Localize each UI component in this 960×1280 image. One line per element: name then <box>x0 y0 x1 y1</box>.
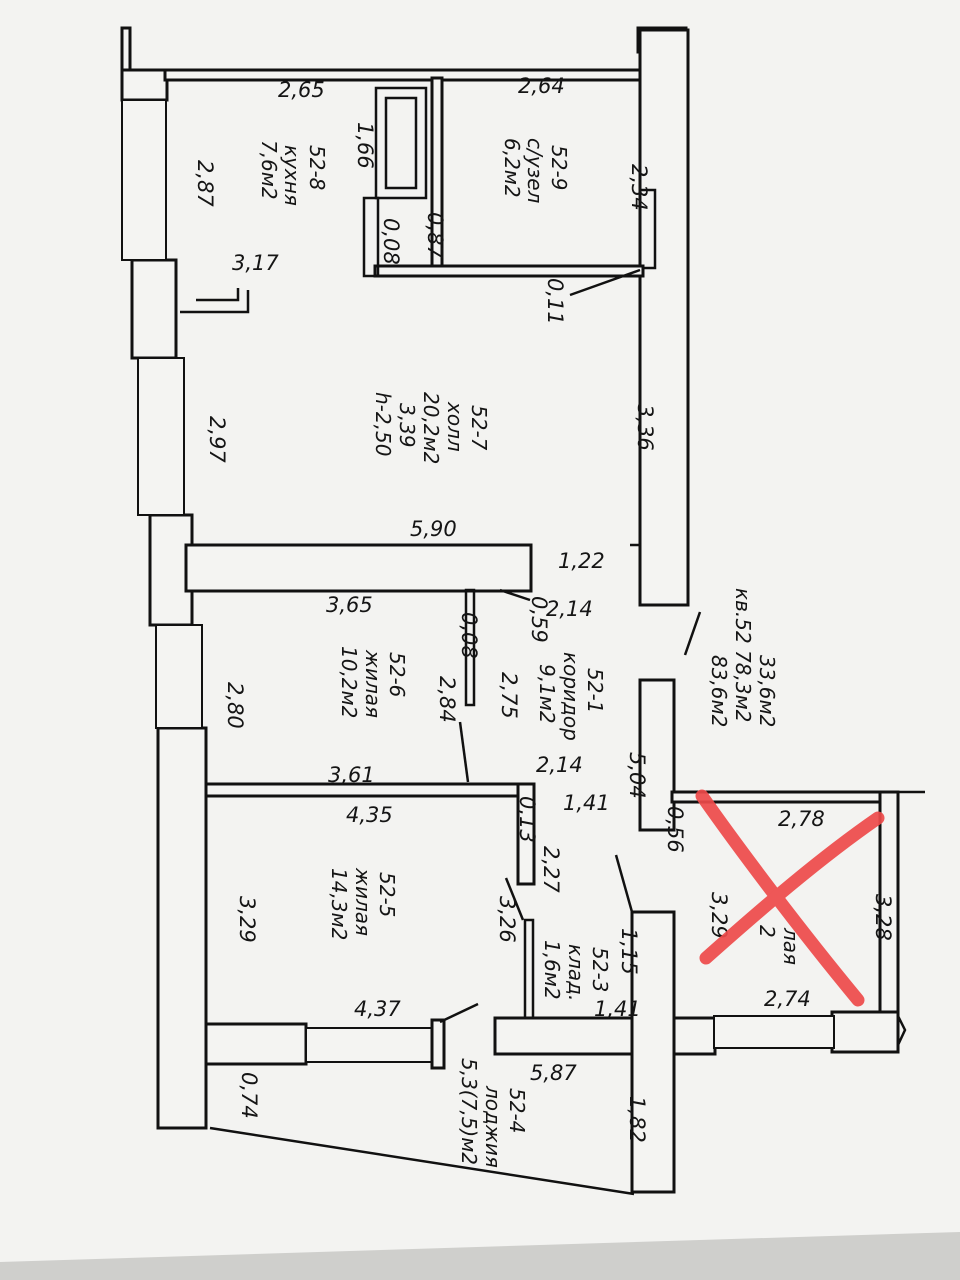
dim-label: 3,61 <box>328 763 375 787</box>
dim-label: 4,35 <box>346 803 393 827</box>
storage-name: клад. <box>564 944 588 1001</box>
dim-label: 3,28 <box>871 894 895 941</box>
dim-label: 2,84 <box>435 676 459 723</box>
room5-area: 14,3м2 <box>327 868 351 940</box>
dim-label: 2,87 <box>193 160 217 207</box>
dim-label: 1,22 <box>558 549 605 573</box>
apartment-line1: 33,6м2 <box>755 655 779 727</box>
walls <box>120 26 925 1196</box>
room5-name: жилая <box>351 867 375 936</box>
paper-shadow <box>0 1232 960 1280</box>
dim-label: 0,74 <box>237 1072 261 1119</box>
dim-label: 1,41 <box>594 997 641 1021</box>
dim-label: 2,14 <box>536 753 583 777</box>
dim-label: 2,74 <box>764 987 811 1011</box>
room-labels: 52-8 кухня 7,6м2 52-9 с/узел 6,2м2 52-7 … <box>257 138 803 1168</box>
dim-label: 1,66 <box>353 122 377 169</box>
dim-label: 1,41 <box>563 791 610 815</box>
dim-label: 3,36 <box>633 404 657 451</box>
hall-name: холл <box>443 401 467 452</box>
room5-id: 52-5 <box>375 872 399 917</box>
corridor-name: коридор <box>559 652 583 741</box>
storage-id: 52-3 <box>588 947 612 992</box>
bathroom-id: 52-9 <box>547 145 571 190</box>
kitchen-name: кухня <box>280 145 304 206</box>
dim-label: 3,17 <box>232 251 279 275</box>
corridor-id: 52-1 <box>583 668 607 713</box>
loggia-id: 52-4 <box>505 1088 529 1133</box>
dim-label: 2,65 <box>278 78 325 102</box>
loggia-name: лоджия <box>481 1085 505 1168</box>
dim-label: 0,59 <box>527 596 551 643</box>
dim-label: 2,34 <box>627 164 651 211</box>
loggia-area: 5,3(7,5)м2 <box>457 1058 481 1165</box>
hall-id: 52-7 <box>467 405 491 451</box>
hall-area: 20,2м2 <box>419 392 443 464</box>
dim-label: 0,08 <box>457 612 481 659</box>
dim-label: 1,15 <box>617 928 641 975</box>
dim-label: 1,82 <box>625 1096 649 1143</box>
room6-name: жилая <box>361 649 385 718</box>
room6-id: 52-6 <box>385 652 409 697</box>
dim-label: 2,64 <box>518 74 565 98</box>
windows <box>121 99 203 729</box>
dim-label: 5,87 <box>530 1061 577 1085</box>
dim-label: 2,78 <box>778 807 825 831</box>
dim-label: 2,97 <box>205 416 229 463</box>
corridor-area: 9,1м2 <box>535 664 559 724</box>
door-lines <box>439 268 702 1024</box>
hall-height: h-2,50 <box>371 392 395 456</box>
bathroom-area: 6,2м2 <box>500 138 524 198</box>
apartment-line3: 83,6м2 <box>707 655 731 727</box>
red-cross-mark <box>695 789 885 1007</box>
dim-label: 0,56 <box>663 806 687 853</box>
dim-label: 0,13 <box>515 796 539 843</box>
dim-label: 0,08 <box>379 218 403 265</box>
room6-area: 10,2м2 <box>337 646 361 718</box>
apartment-line2: кв.52 78,3м2 <box>731 588 755 722</box>
dim-label: 2,80 <box>223 682 247 729</box>
dim-label: 2,14 <box>546 597 593 621</box>
kitchen-area: 7,6м2 <box>257 140 281 200</box>
dim-label: 3,29 <box>235 896 259 943</box>
dim-label: 5,90 <box>410 517 457 541</box>
dim-label: 4,37 <box>354 997 401 1021</box>
dim-label: 0,11 <box>543 278 567 325</box>
kitchen-id: 52-8 <box>305 145 329 190</box>
dim-label: 2,27 <box>539 846 563 893</box>
storage-area: 1,6м2 <box>540 940 564 1000</box>
dim-label: 0,87 <box>423 212 447 259</box>
dim-label: 3,26 <box>495 896 519 943</box>
dim-label: 3,65 <box>326 593 373 617</box>
dim-label: 2,75 <box>497 672 521 719</box>
hall-extra: 3,39 <box>395 403 419 448</box>
dimension-labels: 2,65 2,64 1,66 2,87 2,34 0,87 0,08 3,17 … <box>193 74 895 1143</box>
dim-label: 5,04 <box>625 752 649 799</box>
bathroom-name: с/узел <box>523 138 547 204</box>
crossed-room-area: 2 <box>755 925 779 938</box>
